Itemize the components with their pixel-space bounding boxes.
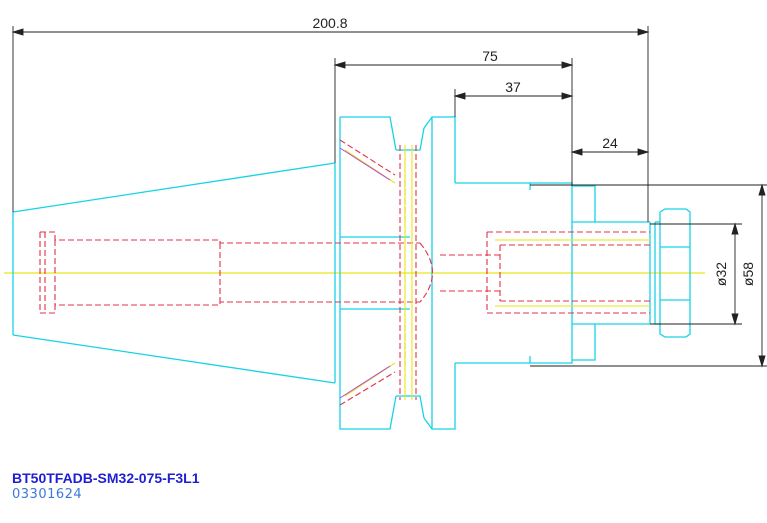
dim-diameter-inner: ø32 [713,262,729,286]
dim-overall-length: 200.8 [312,15,347,31]
purple-lines [339,147,391,399]
dim-diameter-outer: ø58 [740,262,756,286]
dim-nose-length: 24 [602,135,618,151]
tool-holder-outline [12,116,691,430]
part-number: BT50TFADB-SM32-075-F3L1 [12,470,200,486]
hidden-lines [39,139,650,406]
dim-flange-to-face: 37 [505,79,521,95]
dimension-lines [11,26,767,368]
part-code: 03301624 [12,487,83,502]
dim-gauge-to-face: 75 [482,48,498,64]
